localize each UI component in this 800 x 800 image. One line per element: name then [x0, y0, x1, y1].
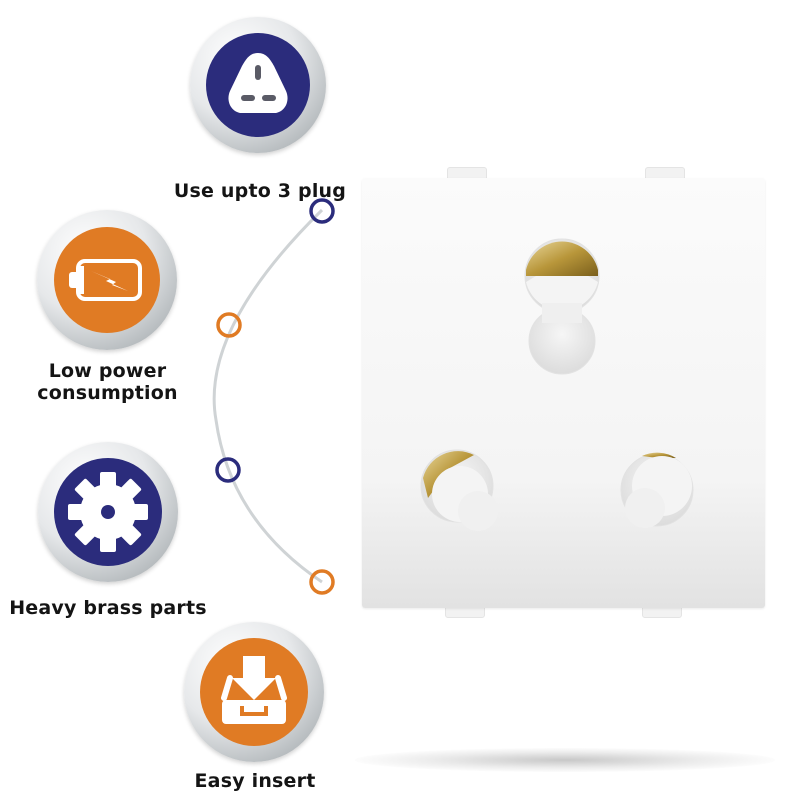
badge-inner-navy	[206, 33, 310, 137]
feature-label-power-line1: Low power	[48, 360, 167, 382]
feature-badge-plug	[190, 17, 326, 153]
inbox-download-icon	[221, 656, 287, 724]
feature-badge-battery	[37, 210, 177, 350]
socket-plate	[362, 178, 765, 608]
badge-inner-navy	[54, 458, 162, 566]
feature-label-insert: Easy insert	[194, 770, 316, 792]
feature-label-plug: Use upto 3 plug	[173, 180, 347, 202]
earth-pin-hole	[524, 238, 600, 375]
connector-line	[212, 208, 324, 584]
connector-node-1	[309, 198, 335, 224]
connector-node-4	[309, 569, 335, 595]
feature-badge-gear	[38, 442, 178, 582]
connector-node-3	[215, 457, 241, 483]
battery-charging-icon	[69, 259, 142, 301]
badge-inner-orange	[54, 227, 160, 333]
badge-inner-orange	[200, 638, 308, 746]
socket-holes	[420, 238, 694, 531]
gear-icon	[68, 472, 148, 552]
connector-node-2	[216, 312, 242, 338]
three-pin-plug-icon	[228, 53, 288, 113]
feature-label-power-line2: consumption	[37, 382, 178, 404]
neutral-pin-hole	[620, 452, 694, 528]
product-floor-shadow	[355, 748, 775, 772]
live-pin-hole	[420, 449, 498, 531]
feature-badge-insert	[184, 622, 324, 762]
feature-label-brass: Heavy brass parts	[9, 597, 207, 619]
